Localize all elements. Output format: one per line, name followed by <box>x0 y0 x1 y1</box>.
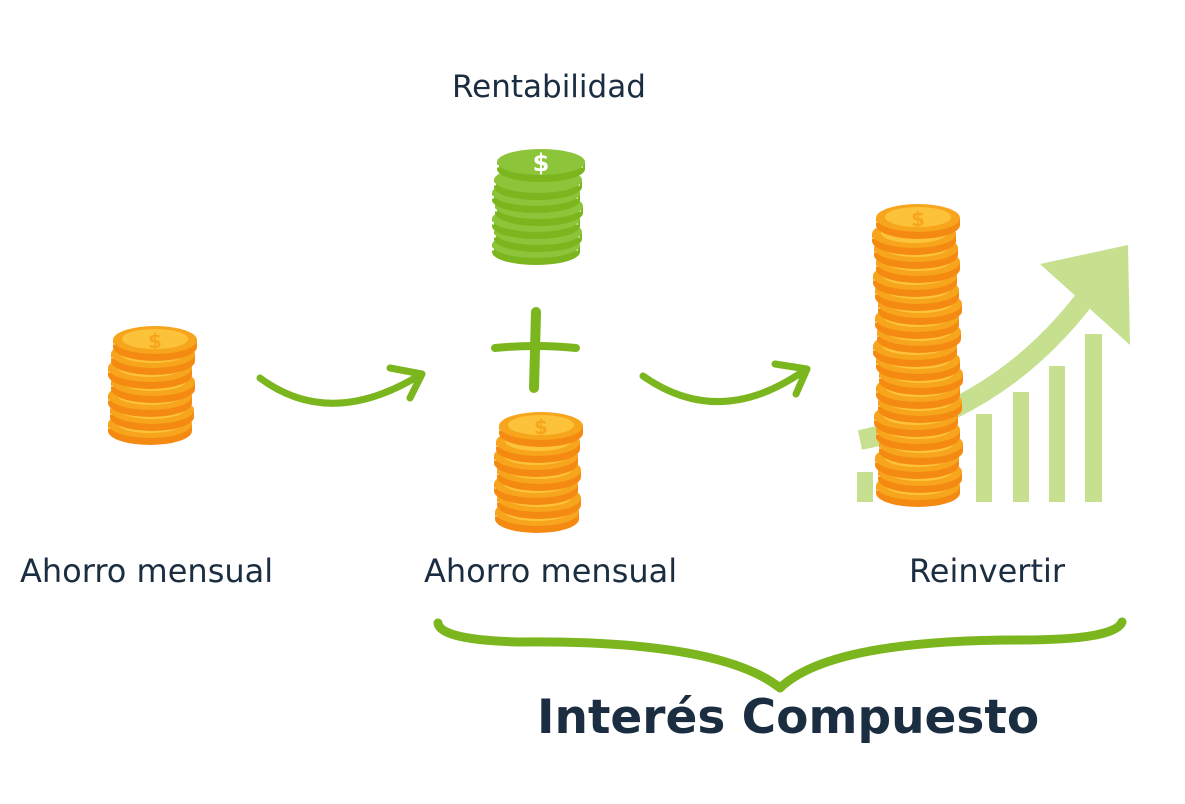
dollar-sign-icon: $ <box>533 149 550 177</box>
coin-stack-icon: $ <box>493 411 584 534</box>
rentabilidad-label: Rentabilidad <box>452 69 646 105</box>
ahorro-mensual-label: Ahorro mensual <box>20 552 274 590</box>
coin-stack-icon: $ <box>107 325 198 446</box>
dollar-sign-icon: $ <box>148 329 162 353</box>
coin-stack-icon: $ <box>871 203 964 508</box>
plus-icon <box>491 307 580 393</box>
dollar-sign-icon: $ <box>911 207 925 231</box>
dollar-sign-icon: $ <box>534 415 548 439</box>
interes-compuesto-title: Interés Compuesto <box>537 690 1040 745</box>
ahorro-mensual-label-2: Ahorro mensual <box>424 552 678 590</box>
reinvertir-label: Reinvertir <box>909 552 1066 590</box>
curved-arrow-icon <box>639 360 811 405</box>
green-coin-stack-icon: $ <box>490 147 587 267</box>
curly-brace-icon <box>433 617 1127 693</box>
curved-arrow-icon <box>256 364 426 407</box>
